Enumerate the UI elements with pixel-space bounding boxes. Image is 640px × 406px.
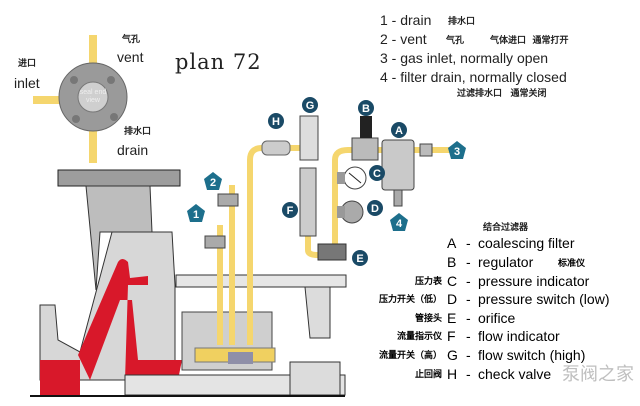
flow-switch-G [299,115,319,161]
plan-title: plan 72 [175,50,262,74]
port-legend-2-cn: 气孔 [446,35,465,45]
port-legend-3: 3 - gas inlet, normally open [380,50,549,66]
check-valve-H [261,140,291,156]
badge-F: F [282,202,298,218]
svg-text:B: B [362,103,370,115]
svg-text:1: 1 [193,209,199,221]
port-legend-2: 2 - vent [380,31,427,47]
seal-end-view [33,35,128,163]
badge-3: 3 [448,141,466,159]
inlet-label: inlet [14,75,40,91]
legend-row-A: A-coalescing filter [447,235,575,251]
flow-indicator-F [299,167,317,237]
badge-2: 2 [204,172,222,190]
badges: 1 2 3 4 A B C D E F G H [187,97,466,266]
port-legend-1-cn: 排水口 [448,16,476,26]
components-heading-cn: 结合过滤器 [483,222,529,232]
drain-valve-1 [204,235,226,249]
badge-4: 4 [390,213,408,231]
port-legend-3-cn: 气体进口 通常打开 [490,35,569,45]
svg-text:4: 4 [396,218,403,230]
pump-casing [30,169,347,397]
vent-valve-2 [217,193,239,207]
svg-text:3: 3 [454,146,460,158]
watermark: 泵阀之家 [562,364,634,384]
port-legend-1: 1 - drain [380,12,432,28]
drain-label: drain [117,142,149,158]
badge-1: 1 [187,204,205,222]
badge-H: H [268,113,284,129]
badge-A: A [391,122,407,138]
vent-cn-label: 气孔 [122,34,141,44]
svg-text:E: E [356,253,363,265]
badge-E: E [352,250,368,266]
inlet-cn-label: 进口 [18,58,37,68]
components [204,115,433,261]
svg-text:A: A [395,125,403,137]
seal-end-view-label: seal end view [79,89,107,104]
badge-B: B [358,100,374,116]
svg-text:H: H [272,116,280,128]
svg-text:D: D [371,203,379,215]
svg-text:2: 2 [210,177,216,189]
legend-row-D: 压力开关（低）D-pressure switch (low) [378,291,610,307]
badge-G: G [302,97,318,113]
legend-row-G: 流量开关（高）G-flow switch (high) [378,347,586,363]
port-legend-4-cn: 过滤排水口 通常关闭 [457,88,547,98]
svg-text:C: C [373,168,381,180]
badge-C: C [369,165,385,181]
vent-label: vent [117,49,144,65]
svg-text:G: G [306,100,315,112]
regulator-B [351,137,379,161]
badge-D: D [367,200,383,216]
coalescing-filter-A [381,139,415,191]
drain-cn-label: 排水口 [124,126,152,136]
port-legend-4: 4 - filter drain, normally closed [380,69,567,85]
orifice-E [317,243,347,261]
svg-text:F: F [287,205,294,217]
